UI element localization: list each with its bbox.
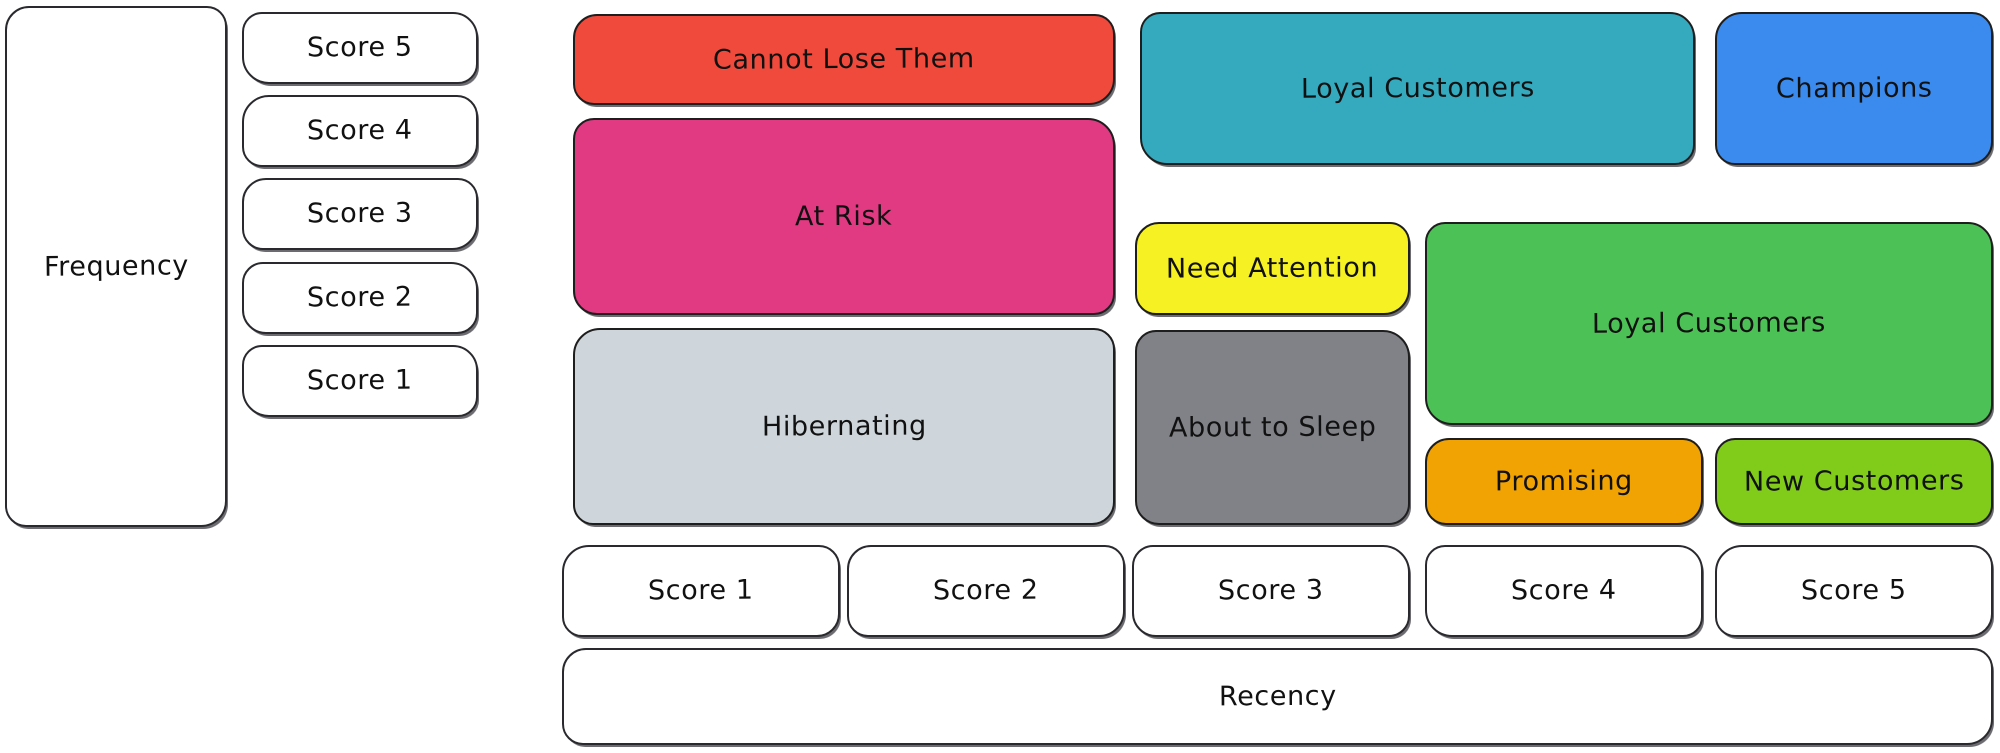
segment-label-new-customers: New Customers xyxy=(1743,465,1965,498)
segment-loyal-customers-top[interactable]: Loyal Customers xyxy=(1140,12,1695,165)
axis-label-frequency: Frequency xyxy=(5,6,227,527)
segment-label-promising: Promising xyxy=(1494,465,1634,498)
segment-at-risk[interactable]: At Risk xyxy=(573,118,1115,315)
recency-score-5[interactable]: Score 5 xyxy=(1715,545,1993,637)
axis-label-frequency-text: Frequency xyxy=(43,250,189,283)
recency-score-4[interactable]: Score 4 xyxy=(1425,545,1703,637)
segment-hibernating[interactable]: Hibernating xyxy=(573,328,1115,525)
frequency-score-3[interactable]: Score 3 xyxy=(242,178,478,250)
segment-label-need-attention: Need Attention xyxy=(1166,252,1379,285)
segment-label-loyal-customers-right: Loyal Customers xyxy=(1591,307,1827,340)
segment-champions[interactable]: Champions xyxy=(1715,12,1993,165)
recency-score-1[interactable]: Score 1 xyxy=(562,545,840,637)
frequency-score-5[interactable]: Score 5 xyxy=(242,12,478,84)
segment-need-attention[interactable]: Need Attention xyxy=(1135,222,1410,315)
recency-score-2[interactable]: Score 2 xyxy=(847,545,1125,637)
segment-label-cannot-lose-them: Cannot Lose Them xyxy=(713,43,975,76)
segment-about-to-sleep[interactable]: About to Sleep xyxy=(1135,330,1410,525)
frequency-score-1[interactable]: Score 1 xyxy=(242,345,478,417)
segment-label-hibernating: Hibernating xyxy=(761,410,927,443)
segment-loyal-customers-right[interactable]: Loyal Customers xyxy=(1425,222,1993,425)
segment-label-champions: Champions xyxy=(1775,72,1933,105)
axis-label-recency: Recency xyxy=(562,648,1993,745)
frequency-score-2[interactable]: Score 2 xyxy=(242,262,478,334)
segment-label-at-risk: At Risk xyxy=(795,200,893,233)
axis-label-recency-text: Recency xyxy=(1218,680,1337,713)
recency-score-3[interactable]: Score 3 xyxy=(1132,545,1410,637)
segment-label-loyal-customers-top: Loyal Customers xyxy=(1300,72,1535,105)
segment-promising[interactable]: Promising xyxy=(1425,438,1703,525)
segment-new-customers[interactable]: New Customers xyxy=(1715,438,1993,525)
frequency-score-4[interactable]: Score 4 xyxy=(242,95,478,167)
segment-label-about-to-sleep: About to Sleep xyxy=(1168,411,1377,444)
segment-cannot-lose-them[interactable]: Cannot Lose Them xyxy=(573,14,1115,105)
